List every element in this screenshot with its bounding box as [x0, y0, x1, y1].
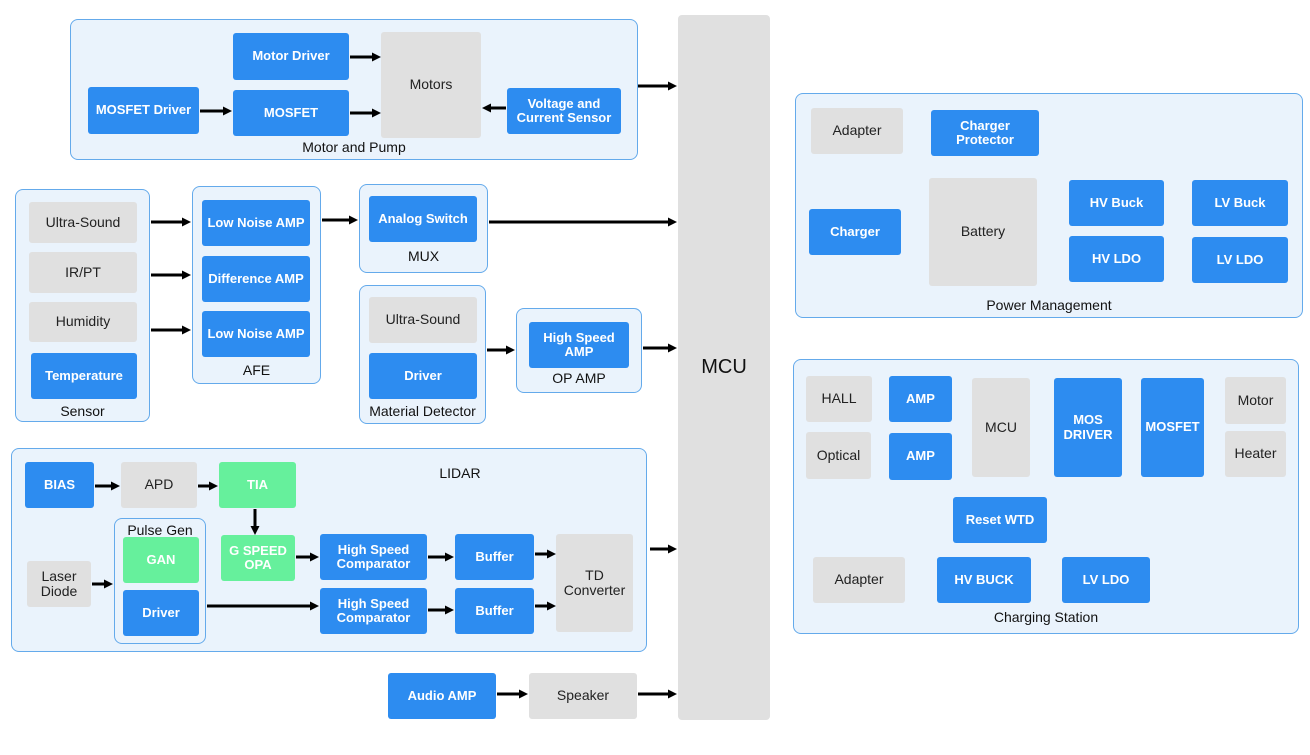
motor-and-pump-group: Motor Driver MOSFET Driver MOSFET Motors…	[70, 19, 638, 160]
cs-adapter-block: Adapter	[813, 557, 905, 603]
cs-amp-block-1: AMP	[889, 376, 952, 422]
pm-adapter-block: Adapter	[811, 108, 903, 154]
power-management-label: Power Management	[986, 297, 1112, 313]
material-driver-block: Driver	[369, 353, 477, 399]
tia-block: TIA	[219, 462, 296, 508]
material-detector-group: Ultra-Sound Driver Material Detector	[359, 285, 486, 424]
charger-protector-block: Charger Protector	[931, 110, 1039, 156]
pm-lv-buck-block: LV Buck	[1192, 180, 1288, 226]
material-ultra-sound-block: Ultra-Sound	[369, 297, 477, 343]
cs-mosfet-block: MOSFET	[1141, 378, 1204, 477]
temperature-sensor-block: Temperature	[31, 353, 137, 399]
voltage-current-sensor-block: Voltage and Current Sensor	[507, 88, 621, 134]
mcu-bus-block: MCU	[678, 15, 770, 720]
speaker-block: Speaker	[529, 673, 637, 719]
pulse-gen-label: Pulse Gen	[127, 522, 193, 538]
cs-mcu-block: MCU	[972, 378, 1030, 477]
high-speed-amp-block: High Speed AMP	[529, 322, 629, 368]
pulse-driver-block: Driver	[123, 590, 199, 636]
motors-block: Motors	[381, 32, 481, 138]
heater-block: Heater	[1225, 431, 1286, 477]
lidar-group: LIDAR BIAS APD TIA Pulse Gen GAN Driver …	[11, 448, 647, 652]
td-converter-block: TD Converter	[556, 534, 633, 632]
pm-hv-buck-block: HV Buck	[1069, 180, 1164, 226]
analog-switch-block: Analog Switch	[369, 196, 477, 242]
buffer-block-1: Buffer	[455, 534, 534, 580]
apd-block: APD	[121, 462, 197, 508]
difference-amp-block: Difference AMP	[202, 256, 310, 302]
motor-and-pump-label: Motor and Pump	[302, 139, 406, 155]
mos-driver-block: MOS DRIVER	[1054, 378, 1122, 477]
ultra-sound-sensor-block: Ultra-Sound	[29, 202, 137, 243]
mux-group: Analog Switch MUX	[359, 184, 488, 273]
mosfet-block: MOSFET	[233, 90, 349, 136]
cs-hv-buck-block: HV BUCK	[937, 557, 1031, 603]
humidity-sensor-block: Humidity	[29, 302, 137, 342]
hall-block: HALL	[806, 376, 872, 422]
pulse-gen-group: Pulse Gen GAN Driver	[114, 518, 206, 644]
afe-group: Low Noise AMP Difference AMP Low Noise A…	[192, 186, 321, 384]
high-speed-comparator-block-1: High Speed Comparator	[320, 534, 427, 580]
mosfet-driver-block: MOSFET Driver	[88, 87, 199, 134]
gan-block: GAN	[123, 537, 199, 583]
low-noise-amp-block-1: Low Noise AMP	[202, 200, 310, 246]
charging-station-group: HALL Optical AMP AMP MCU MOS DRIVER MOSF…	[793, 359, 1299, 634]
sensor-group: Ultra-Sound IR/PT Humidity Temperature S…	[15, 189, 150, 422]
buffer-block-2: Buffer	[455, 588, 534, 634]
cs-amp-block-2: AMP	[889, 433, 952, 480]
pm-hv-ldo-block: HV LDO	[1069, 236, 1164, 282]
low-noise-amp-block-2: Low Noise AMP	[202, 311, 310, 357]
mux-label: MUX	[407, 248, 440, 264]
laser-diode-block: Laser Diode	[27, 561, 91, 607]
charging-station-label: Charging Station	[993, 609, 1099, 625]
reset-wtd-block: Reset WTD	[953, 497, 1047, 543]
g-speed-opa-block: G SPEED OPA	[221, 535, 295, 581]
optical-block: Optical	[806, 432, 871, 479]
sensor-label: Sensor	[60, 403, 105, 419]
lidar-label: LIDAR	[439, 465, 481, 481]
battery-block: Battery	[929, 178, 1037, 286]
op-amp-group: High Speed AMP OP AMP	[516, 308, 642, 393]
afe-label: AFE	[242, 362, 271, 378]
motor-driver-block: Motor Driver	[233, 33, 349, 80]
power-management-group: Adapter Charger Protector Charger Batter…	[795, 93, 1303, 318]
high-speed-comparator-block-2: High Speed Comparator	[320, 588, 427, 634]
audio-amp-block: Audio AMP	[388, 673, 496, 719]
mcu-bus-label: MCU	[701, 356, 747, 378]
op-amp-label: OP AMP	[552, 370, 606, 386]
bias-block: BIAS	[25, 462, 94, 508]
cs-motor-block: Motor	[1225, 377, 1286, 424]
charger-block: Charger	[809, 209, 901, 255]
cs-lv-ldo-block: LV LDO	[1062, 557, 1150, 603]
pm-lv-ldo-block: LV LDO	[1192, 237, 1288, 283]
material-detector-label: Material Detector	[369, 403, 476, 419]
ir-pt-sensor-block: IR/PT	[29, 252, 137, 293]
